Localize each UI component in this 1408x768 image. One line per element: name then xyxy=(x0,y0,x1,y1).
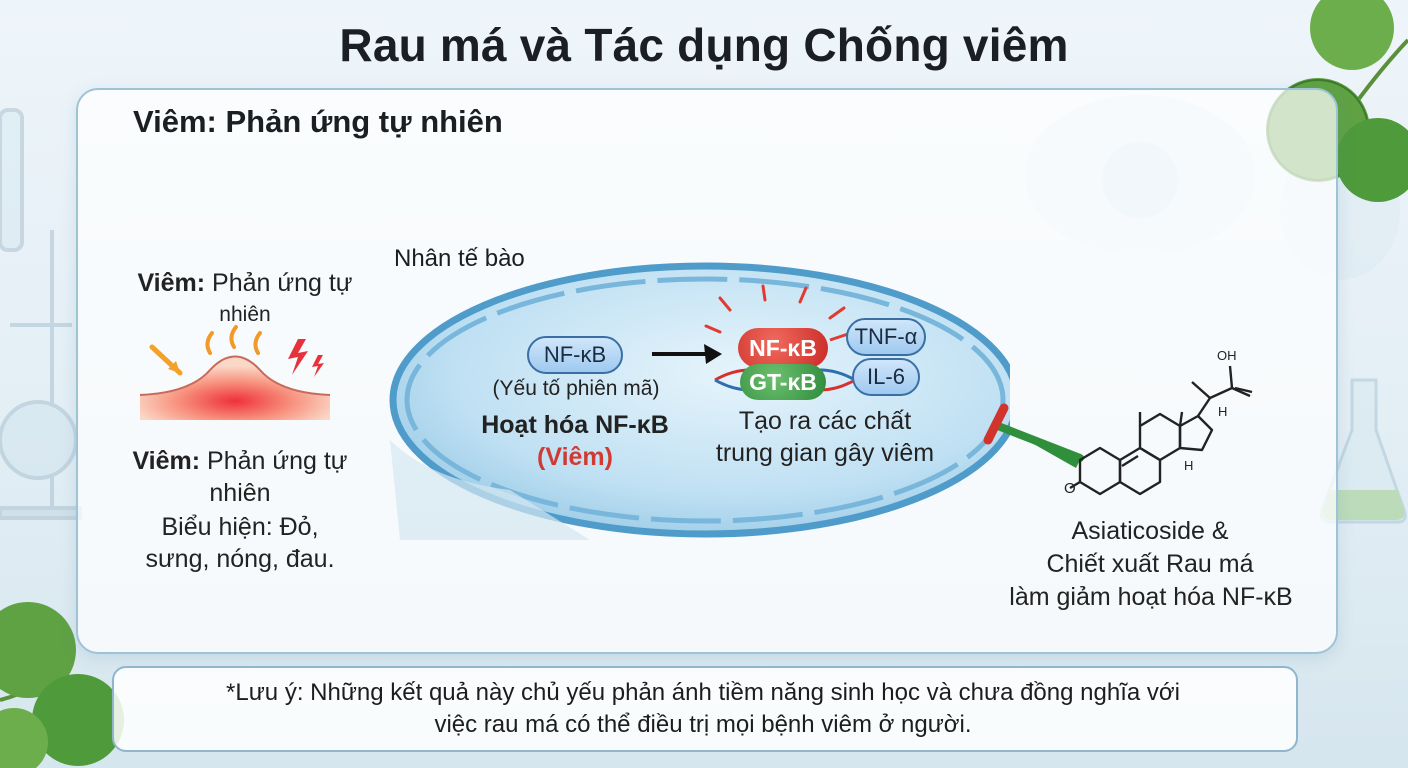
lab-stand-icon xyxy=(0,108,82,520)
inflammation-tag: (Viêm) xyxy=(537,443,613,471)
section-heading: Viêm: Phản ứng tự nhiên xyxy=(133,104,503,139)
mediators-line2: trung gian gây viêm xyxy=(715,439,935,467)
inflamed-tissue-icon xyxy=(139,325,331,420)
symptoms-line2: sưng, nóng, đau. xyxy=(145,545,335,573)
nfkb-activation-label: Hoạt hóa NF-κB xyxy=(481,411,669,439)
nfkb-pill: NF-κB xyxy=(527,336,623,374)
activation-burst-icon xyxy=(704,284,846,334)
inflammation-rest-bottom: Phản ứng tự xyxy=(207,447,348,475)
disclaimer-line1: *Lưu ý: Những kết quả này chủ yếu phản á… xyxy=(226,679,1180,706)
asiaticoside-label-line3: làm giảm hoạt hóa NF-κB xyxy=(1009,583,1293,611)
inflammation-label-bottom: Viêm: Phản ứng tự xyxy=(80,446,400,477)
mediators-line1: Tạo ra các chất xyxy=(738,407,912,435)
centella-leaf-icon xyxy=(0,602,124,768)
asiaticoside-label-line1: Asiaticoside & xyxy=(1071,517,1229,545)
symptoms-line1: Biểu hiện: Đỏ, xyxy=(161,513,319,541)
molecule-o-label: O xyxy=(1064,480,1076,497)
inflammation-bold-top: Viêm: xyxy=(137,269,206,297)
inflammation-line2-top: nhiên xyxy=(219,303,271,326)
heat-waves-icon xyxy=(205,325,262,355)
transcription-factor-label: (Yếu tố phiên mã) xyxy=(492,377,660,400)
page-title: Rau má và Tác dụng Chống viêm xyxy=(339,19,1069,71)
gt-kb-blob: GT-κB xyxy=(740,364,826,400)
inflammation-line2-bottom: nhiên xyxy=(209,479,271,507)
asiaticoside-molecule-icon xyxy=(1069,365,1253,496)
lightning-icon xyxy=(288,339,324,377)
cell-nucleus-diagram xyxy=(389,262,1010,540)
molecule-h-top-label: H xyxy=(1218,404,1228,419)
disclaimer-box xyxy=(112,666,1298,752)
inflammation-rest-top: Phản ứng tự xyxy=(212,269,353,297)
molecule-oh-label: OH xyxy=(1217,348,1237,363)
tnf-alpha-pill: TNF-α xyxy=(846,318,926,356)
asiaticoside-label-line2: Chiết xuất Rau má xyxy=(1046,550,1254,578)
nucleus-label: Nhân tế bào xyxy=(394,245,525,272)
inflammation-label-top: Viêm: Phản ứng tự xyxy=(100,268,390,299)
disclaimer-line2: việc rau má có thể điều trị mọi bệnh viê… xyxy=(434,711,972,738)
inhibition-icon xyxy=(983,403,1084,468)
inflammation-bold-bottom: Viêm: xyxy=(132,447,201,475)
active-nfkb-blob: NF-κB xyxy=(738,328,828,368)
il6-pill: IL-6 xyxy=(852,358,920,396)
molecule-h-bottom-label: H xyxy=(1184,458,1194,473)
